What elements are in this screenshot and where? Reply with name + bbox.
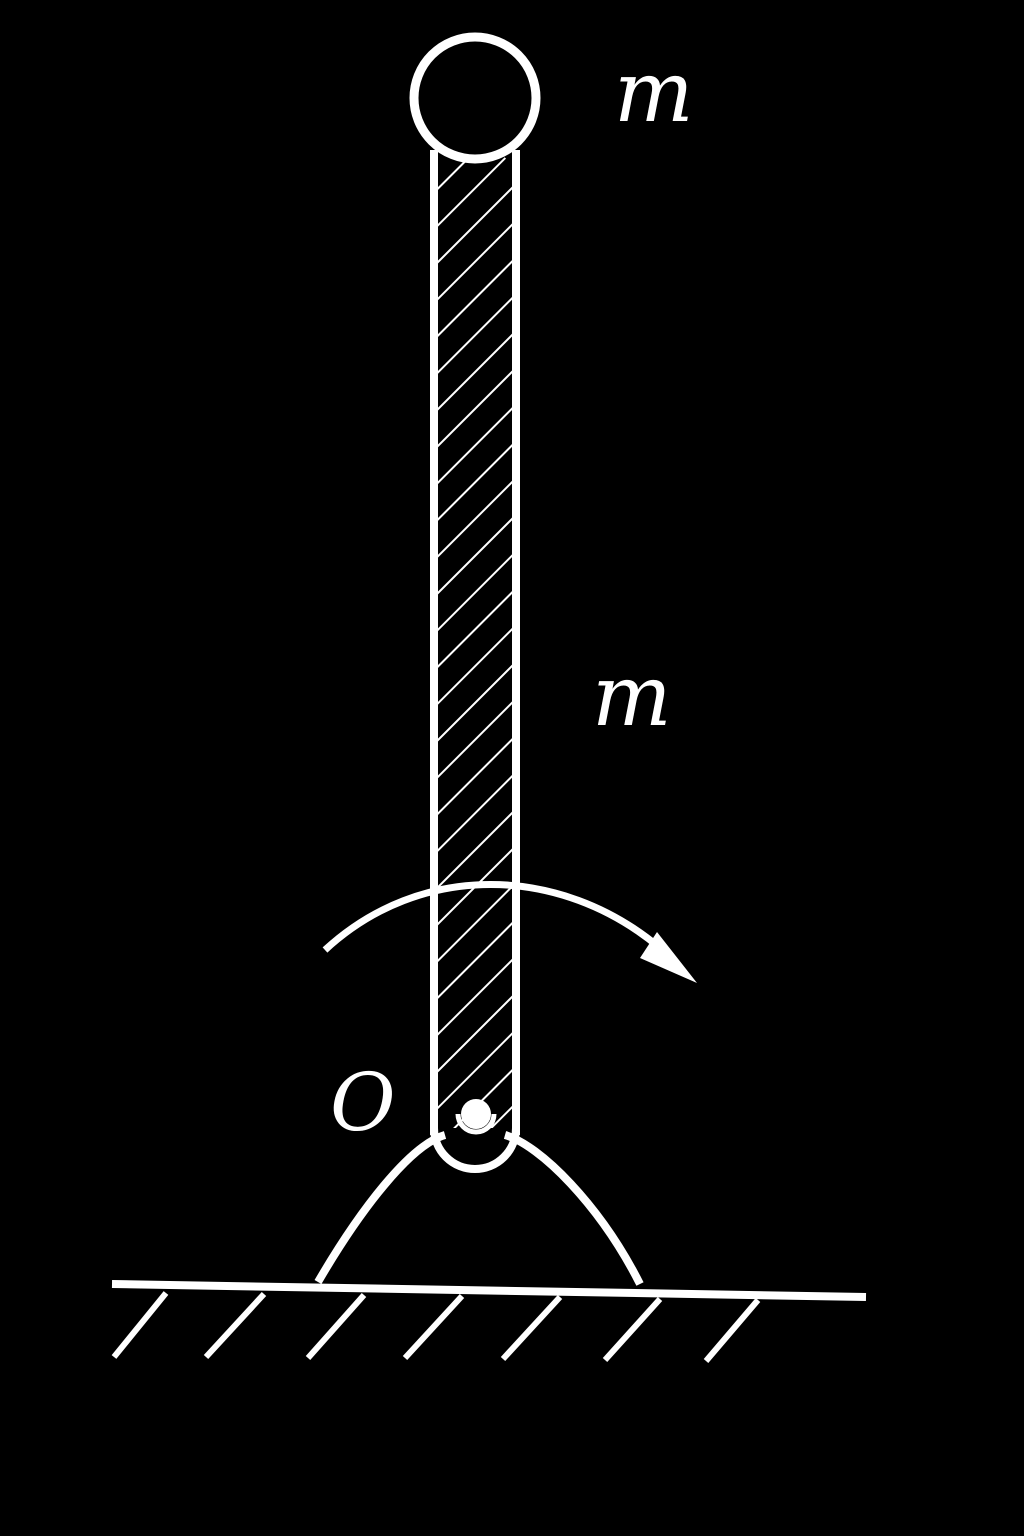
ground-hatch-mark [602, 1296, 663, 1363]
ground-hatch-mark [703, 1298, 761, 1363]
rotation-arrow [322, 881, 697, 983]
rod [430, 150, 520, 1173]
ground-hatch-mark [402, 1293, 465, 1361]
rod-mass-label: m [592, 647, 672, 745]
ball-mass [409, 32, 541, 164]
ground-hatch-mark [305, 1293, 367, 1360]
ball-mass-label: m [614, 43, 694, 141]
rod-bottom-end [430, 1127, 520, 1173]
ground-hatch-mark [111, 1291, 169, 1359]
rod-hatch-fill [437, 150, 515, 1150]
ground-hatch-mark [500, 1294, 563, 1362]
pivot-label: O [330, 1056, 396, 1149]
pivot-support [314, 1131, 644, 1286]
ground-hatch-mark [203, 1291, 267, 1360]
pivot-pin [461, 1099, 491, 1129]
ground-line [111, 1280, 867, 1301]
rotation-arrow-arc [322, 881, 663, 953]
ground-hatch [111, 1291, 761, 1363]
rotation-arrow-head [640, 932, 697, 983]
pivot-pin-ring [455, 1113, 497, 1135]
